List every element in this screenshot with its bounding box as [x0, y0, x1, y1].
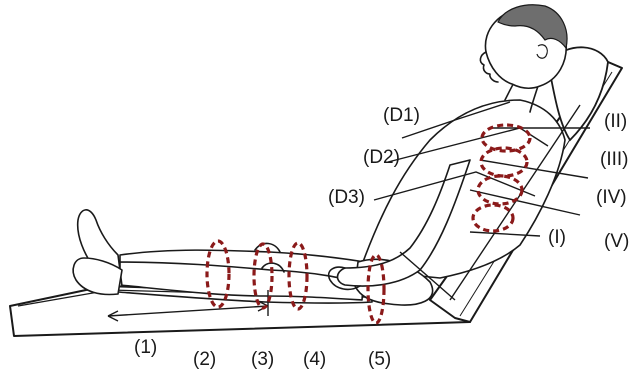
label-d2: (D2) — [363, 148, 400, 167]
label-3: (3) — [251, 350, 274, 369]
label-1: (1) — [134, 338, 157, 357]
label-2: (2) — [193, 350, 216, 369]
label-roman-4: (IV) — [596, 188, 627, 207]
label-roman-5: (V) — [604, 232, 629, 251]
patient — [73, 8, 566, 305]
ear — [537, 45, 547, 58]
label-d1: (D1) — [383, 106, 420, 125]
label-roman-2: (II) — [604, 112, 627, 131]
label-d3: (D3) — [328, 188, 365, 207]
label-5: (5) — [368, 350, 391, 369]
label-roman-1: (I) — [548, 228, 566, 247]
label-4: (4) — [303, 350, 326, 369]
label-roman-3: (III) — [600, 150, 629, 169]
torso — [360, 100, 565, 278]
